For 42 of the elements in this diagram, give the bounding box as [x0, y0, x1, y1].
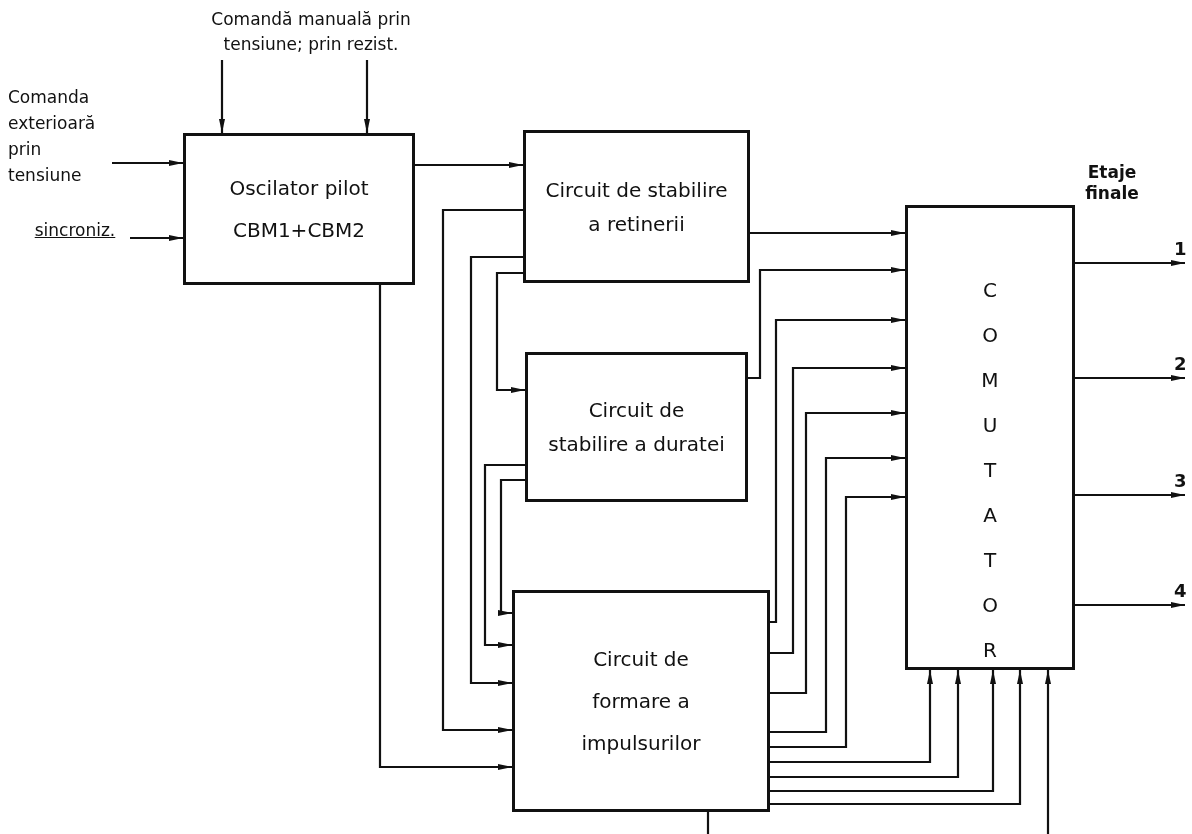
connector-arrow: [130, 235, 183, 241]
block-label: Comanda exterioară prin tensiune: [8, 86, 97, 187]
connector-arrow: [770, 670, 933, 764]
block-label: Circuit de stabilire a retinerii: [544, 176, 729, 238]
output-heading: Etaje finale: [1084, 162, 1140, 204]
connector-arrow: [364, 60, 370, 133]
signal-arrow: [1075, 492, 1185, 498]
signal-arrow: [1045, 670, 1051, 834]
block-label: COMUTATOR: [980, 277, 1000, 664]
block-label: sincroniz.: [34, 219, 116, 241]
signal-arrow: [1075, 602, 1185, 608]
block-label: Comandă manuală prin tensiune; prin rezist.: [210, 8, 412, 56]
connector-arrow: [770, 494, 905, 749]
connector-arrow: [748, 267, 905, 380]
oscillator-block: [183, 133, 415, 285]
block-label: Circuit de stabilire a duratei: [547, 397, 726, 458]
connector-arrow: [770, 670, 961, 779]
connector-arrow: [495, 271, 525, 393]
connector-arrow: [770, 455, 905, 734]
signal-arrow: [1075, 375, 1185, 381]
block-label: Oscilator pilot: [229, 175, 369, 202]
connector-arrow: [770, 670, 996, 793]
signal-arrow: [1075, 260, 1185, 266]
connector-arrow: [498, 478, 525, 616]
connector-arrow: [770, 670, 1023, 806]
circuit-block: [525, 352, 748, 502]
switch-block: [905, 205, 1075, 670]
connector-arrow: [483, 463, 525, 648]
connector-arrow: [770, 317, 905, 624]
connector-arrow: [112, 160, 183, 166]
block-label: Circuit de formare a impulsurilor: [580, 646, 702, 757]
connector-arrow: [770, 410, 905, 695]
connector-arrow: [770, 365, 905, 655]
circuit-block: [512, 590, 770, 812]
connector-arrow: [469, 255, 523, 686]
connector-arrow: [441, 208, 523, 733]
circuit-block: [523, 130, 750, 283]
connector-arrow: [750, 230, 905, 236]
connector-arrow: [378, 285, 512, 770]
block-label: CBM1+CBM2: [232, 217, 366, 244]
connector-arrow: [415, 162, 523, 168]
connector-arrow: [219, 60, 225, 133]
